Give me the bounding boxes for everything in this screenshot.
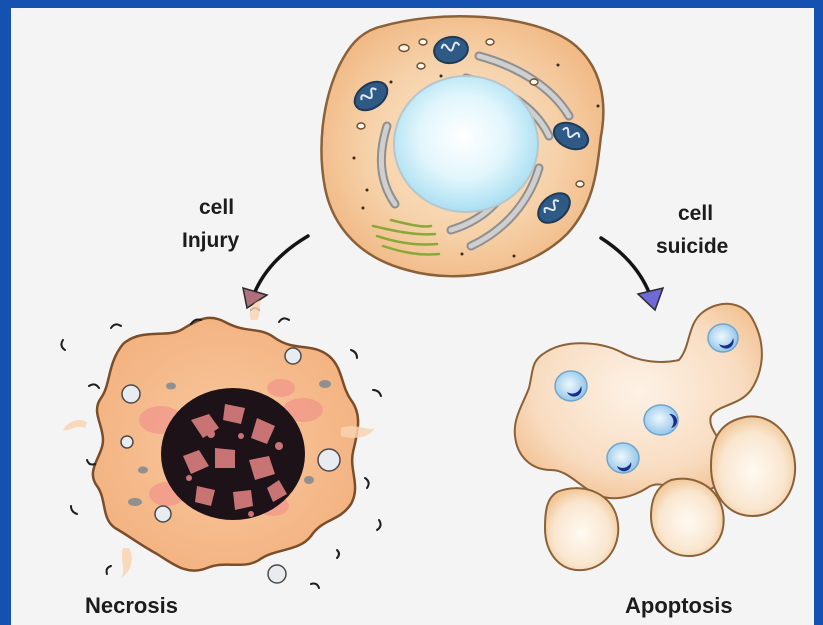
suicide-label-line2: suicide xyxy=(656,235,728,259)
suicide-label-line1: cell xyxy=(678,202,713,226)
necrosis-label: Necrosis xyxy=(85,593,178,619)
diagram-panel: cell Injury cell suicide Necrosis Apopto… xyxy=(11,8,814,625)
apoptotic-body-large xyxy=(711,416,795,516)
healthy-nucleus xyxy=(394,76,538,212)
cell-death-diagram xyxy=(11,8,814,625)
apoptosis-label: Apoptosis xyxy=(625,593,733,619)
injury-label-line1: cell xyxy=(199,196,234,220)
apoptotic-body-bottom xyxy=(651,479,724,556)
apoptotic-body-left xyxy=(545,488,618,570)
injury-label-line2: Injury xyxy=(182,229,239,253)
healthy-cell-illustration xyxy=(321,16,603,276)
